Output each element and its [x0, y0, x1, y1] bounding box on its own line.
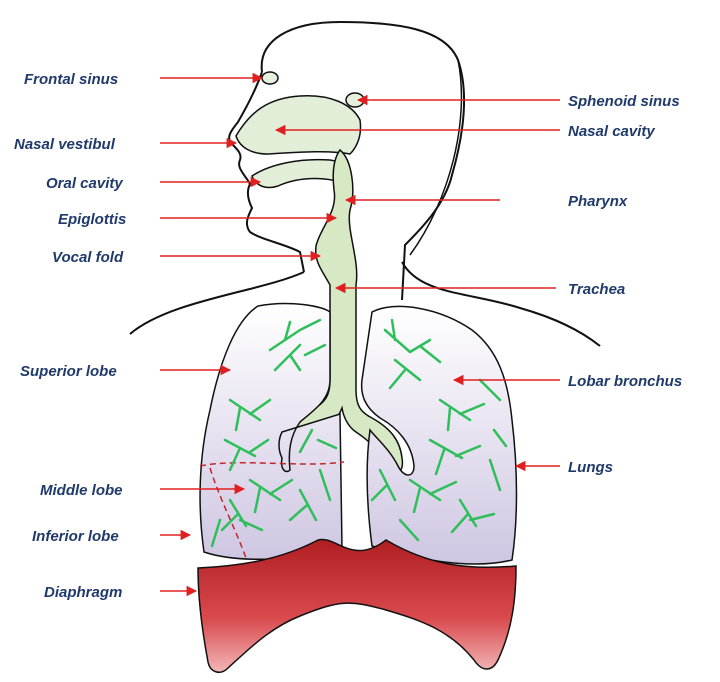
label-sphenoid-sinus: Sphenoid sinus — [568, 93, 680, 110]
nasal-cavity-shape — [236, 96, 361, 154]
label-lobar-bronchus: Lobar bronchus — [568, 373, 682, 390]
label-diaphragm: Diaphragm — [44, 584, 122, 601]
label-nasal-cavity: Nasal cavity — [568, 123, 655, 140]
label-superior-lobe: Superior lobe — [20, 363, 117, 380]
label-frontal-sinus: Frontal sinus — [24, 71, 118, 88]
label-inferior-lobe: Inferior lobe — [32, 528, 119, 545]
left-lung-shape — [200, 304, 342, 560]
label-epiglottis: Epiglottis — [58, 211, 126, 228]
label-nasal-vestibul: Nasal vestibul — [14, 136, 116, 153]
label-trachea: Trachea — [568, 281, 625, 298]
label-middle-lobe: Middle lobe — [40, 482, 123, 499]
frontal-sinus-shape — [262, 72, 278, 84]
back-neck — [410, 60, 461, 255]
label-pharynx: Pharynx — [568, 193, 628, 210]
label-vocal-fold: Vocal fold — [52, 249, 124, 266]
label-lungs: Lungs — [568, 459, 613, 476]
label-oral-cavity: Oral cavity — [46, 175, 123, 192]
